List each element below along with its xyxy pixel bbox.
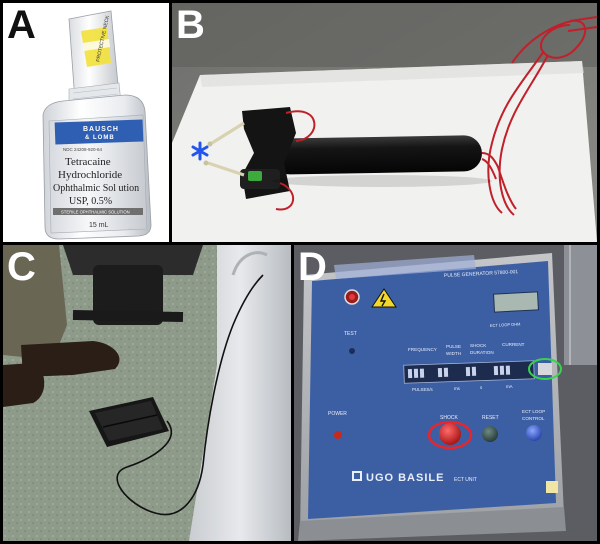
green-connector [248, 171, 262, 181]
reset-label: RESET [482, 415, 499, 421]
panel-label-c: C [7, 245, 36, 289]
power-led [334, 431, 342, 439]
col-shock-1: SHOCK [470, 343, 487, 348]
panel-a: PROTECTIVE NECK BAUSCH & LOMB NDC 24208-… [3, 3, 169, 242]
panel-label-b: B [176, 3, 205, 47]
drug-name-line-2: Hydrochloride [58, 169, 122, 181]
unit-pulses: PULSES/s [412, 387, 434, 392]
switch-cable [116, 274, 264, 516]
red-wire-coil [511, 19, 587, 64]
sterile-band [53, 208, 143, 215]
shock-highlight-circle [427, 420, 473, 450]
unit-s: s [480, 385, 483, 390]
electrode-handle [272, 135, 482, 175]
reset-button[interactable] [482, 426, 498, 442]
power-label: POWER [328, 411, 347, 417]
bottle-illustration: PROTECTIVE NECK BAUSCH & LOMB NDC 24208-… [42, 10, 152, 240]
brand-name: UGO BASILE [366, 472, 444, 484]
shock-label: SHOCK [440, 415, 458, 421]
sterile-text: STERILE OPHTHALMIC SOLUTION [61, 210, 130, 215]
front-panel [308, 261, 556, 519]
footswitch-photo [3, 245, 291, 541]
asterisk-marker [191, 141, 209, 161]
panel-c: C [3, 245, 291, 541]
test-label: TEST [344, 331, 357, 337]
lower-electrode-rod [207, 161, 245, 177]
switch-highlight-circle [528, 358, 562, 380]
shock-button[interactable] [439, 423, 461, 445]
brand-line-2: & LOMB [85, 135, 115, 141]
electrode-photo [172, 3, 597, 242]
panel-label-d: D [298, 245, 327, 289]
warning-icon [371, 288, 397, 308]
shoe-right [21, 341, 120, 377]
ground-icon [349, 348, 355, 354]
panel-b: B [172, 3, 597, 242]
ect-loop-label-2: CONTROL [522, 416, 545, 421]
col-frequency: FREQUENCY [408, 347, 437, 352]
ndc-text: NDC 24208-920-64 [63, 147, 103, 152]
panel-d: PULSE GENERATOR 57800-001 ECT LOOP OHM T… [294, 245, 597, 541]
lcd-display [493, 291, 539, 313]
panel-label-a: A [7, 3, 36, 47]
col-pulse-1: PULSE [446, 344, 461, 349]
sticker [546, 481, 558, 493]
brand-line-1: BAUSCH [83, 126, 119, 133]
ect-loop-label-1: ECT LOOP [522, 409, 545, 414]
drug-name-line-3: Ophthalmic Sol ution [53, 183, 139, 194]
col-pulse-2: WIDTH [446, 351, 461, 356]
col-current: CURRENT [502, 342, 525, 347]
unit-ms: ms [454, 386, 461, 391]
drug-strength: USP, 0.5% [69, 196, 112, 207]
ect-unit-photo: PULSE GENERATOR 57800-001 ECT LOOP OHM T… [294, 245, 597, 541]
shoe-left [3, 363, 45, 407]
brand-band [54, 119, 144, 145]
volume-text: 15 mL [89, 222, 109, 229]
cabinet [189, 245, 291, 541]
bottle-label [48, 114, 148, 234]
ect-loop-button[interactable] [526, 425, 542, 441]
trousers [3, 245, 67, 357]
col-shock-2: DURATION [470, 350, 494, 355]
drug-name-line-1: Tetracaine [65, 156, 111, 168]
unit-ma: mA [506, 384, 513, 389]
parameter-switch[interactable] [538, 363, 552, 375]
header-text: PULSE GENERATOR 57800-001 [444, 269, 519, 279]
model-name: ECT UNIT [454, 477, 477, 483]
upper-electrode-rod [211, 121, 245, 145]
ect-loop-ohm-label: ECT LOOP OHM [490, 321, 521, 328]
